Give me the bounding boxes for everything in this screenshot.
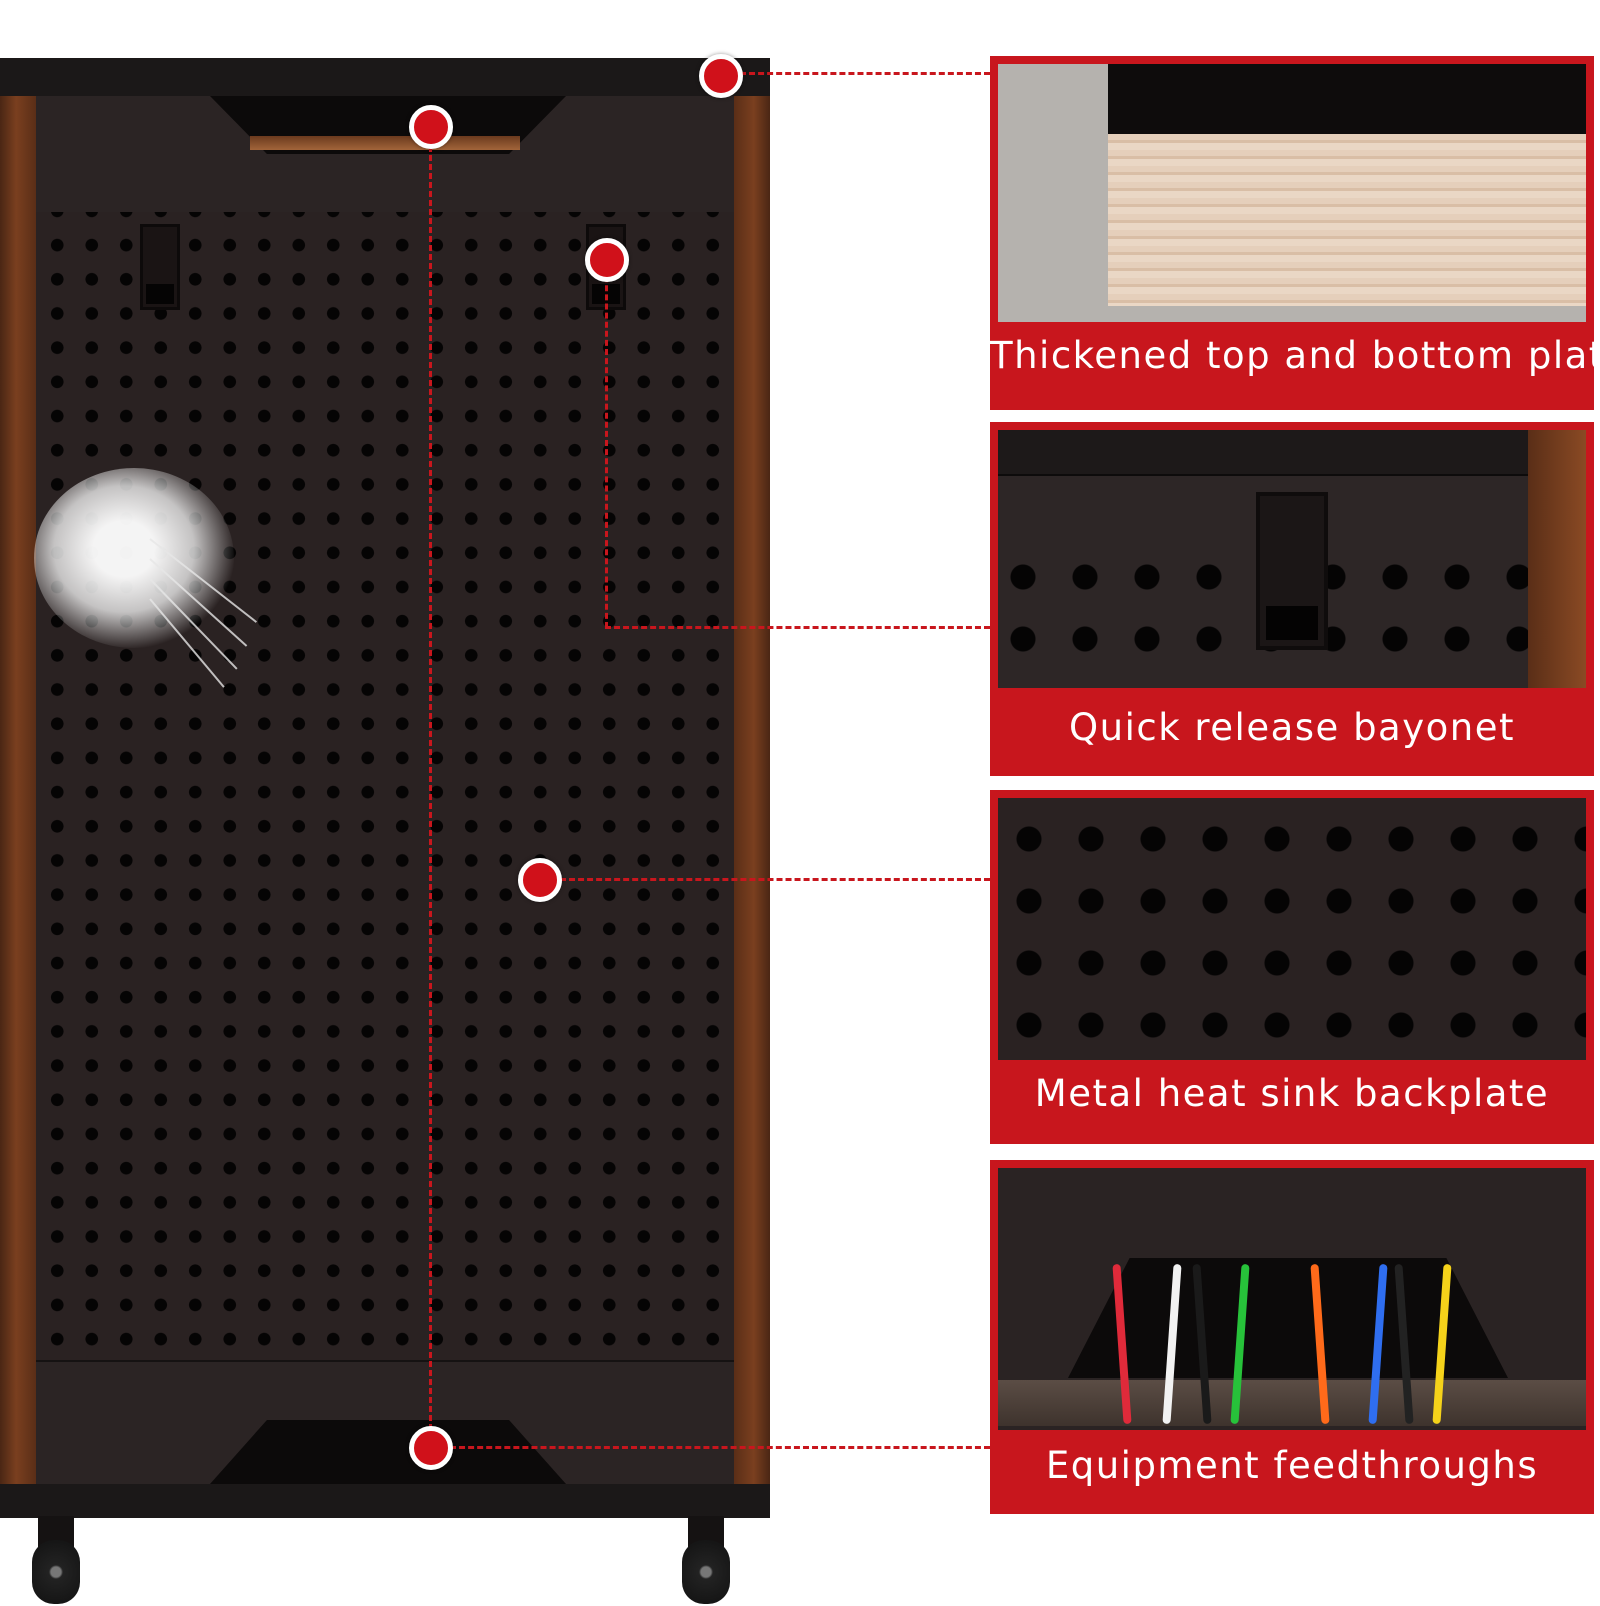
marker-dot-top-plate <box>699 54 743 98</box>
feature-caption: Metal heat sink backplate <box>1034 1072 1550 1115</box>
feature-card-bayonet: Quick release bayonet <box>990 422 1594 776</box>
bottom-cable-slot <box>210 1420 566 1484</box>
feature-card-feedthrough: Equipment feedthroughs <box>990 1160 1594 1514</box>
bayonet-photo <box>998 430 1586 688</box>
left-latch <box>140 224 180 310</box>
top-plate <box>0 58 770 96</box>
feature-caption: Quick release bayonet <box>1069 706 1515 749</box>
marker-dot-heatsink <box>518 858 562 902</box>
marker-dot-bayonet <box>585 238 629 282</box>
feature-card-heatsink: Metal heat sink backplate <box>990 790 1594 1144</box>
feature-caption: Thickened top and bottom plates <box>990 334 1600 377</box>
bayonet-guide-line <box>605 258 608 628</box>
feature-card-plates: Thickened top and bottom plates <box>990 56 1600 410</box>
perforated-front-panel <box>36 212 734 1360</box>
heat-dissipation-smoke <box>34 468 234 648</box>
leader-line-plates <box>740 72 990 75</box>
top-slot-wood-edge <box>250 136 520 150</box>
center-guide-line <box>429 128 432 1448</box>
wood-side-left <box>0 96 36 1484</box>
heatsink-photo <box>998 798 1586 1060</box>
feedthrough-photo <box>998 1168 1586 1430</box>
marker-dot-top-slot <box>409 105 453 149</box>
cabinet-illustration <box>0 58 770 1604</box>
leader-line-heatsink <box>560 878 990 881</box>
bottom-plate <box>0 1484 770 1518</box>
leader-line-bayonet <box>605 626 990 629</box>
marker-dot-feedthrough <box>409 1426 453 1470</box>
plates-photo <box>998 64 1586 322</box>
caster-wheel-right <box>682 1516 730 1606</box>
feature-caption: Equipment feedthroughs <box>1045 1444 1539 1487</box>
leader-line-feedthrough <box>450 1446 990 1449</box>
wood-side-right <box>734 96 770 1484</box>
caster-wheel-left <box>32 1516 80 1606</box>
